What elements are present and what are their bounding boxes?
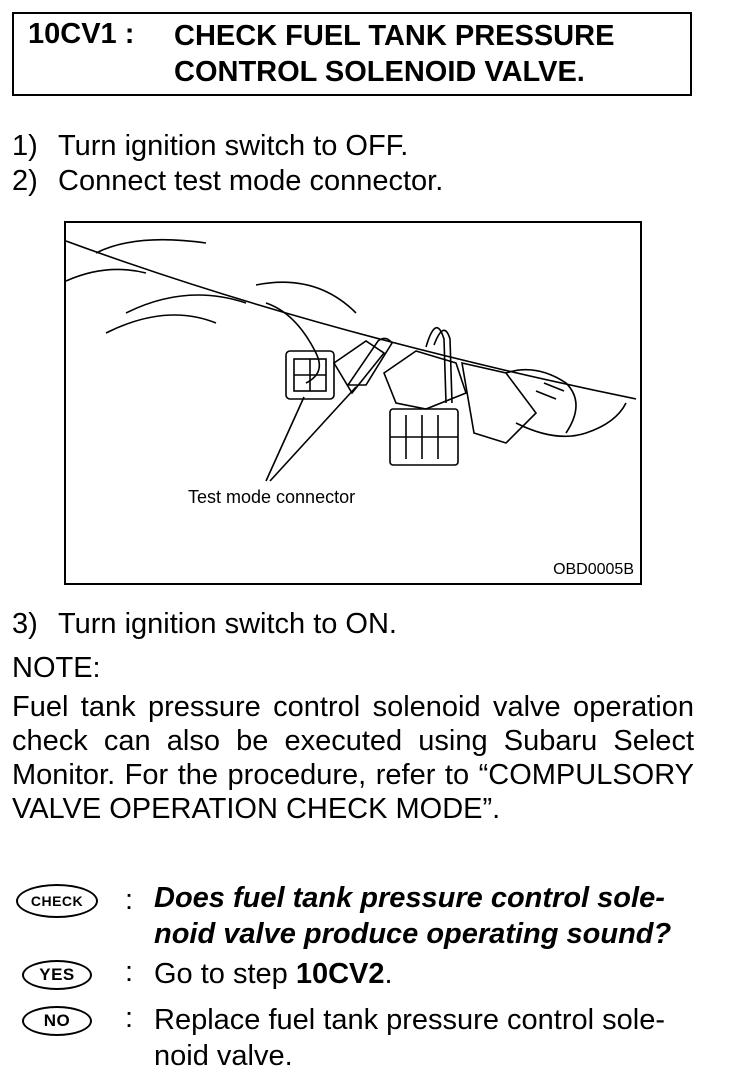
step-2-text: Connect test mode connector. xyxy=(58,165,444,197)
step-2-number: 2) xyxy=(12,165,38,197)
step-title-line1: CHECK FUEL TANK PRESSURE xyxy=(174,20,615,52)
step-3-number: 3) xyxy=(12,608,38,640)
check-question-line2: noid valve produce operating sound? xyxy=(154,918,672,950)
yes-answer-text: Go to step xyxy=(154,958,296,990)
note-heading: NOTE: xyxy=(12,652,101,684)
step-1-text: Turn ignition switch to OFF. xyxy=(58,130,409,162)
yes-answer: Go to step 10CV2. xyxy=(154,956,699,992)
yes-badge: YES xyxy=(22,960,92,990)
yes-answer-target: 10CV2 xyxy=(295,958,385,990)
step-id: 10CV1 : xyxy=(28,18,135,50)
step-title: CHECK FUEL TANK PRESSURE CONTROL SOLENOI… xyxy=(174,18,674,90)
no-badge: NO xyxy=(22,1006,92,1036)
no-answer-line1: Replace fuel tank pressure control sole- xyxy=(154,1004,665,1036)
yes-answer-suffix: . xyxy=(384,958,393,990)
note-body: Fuel tank pressure control solenoid valv… xyxy=(12,691,694,825)
figure-label: Test mode connector xyxy=(188,487,356,507)
connector-figure: Test mode connector OBD0005B xyxy=(64,221,642,585)
no-answer: Replace fuel tank pressure control sole-… xyxy=(154,1002,699,1074)
no-colon: : xyxy=(125,1002,134,1034)
check-badge: CHECK xyxy=(16,884,98,918)
step-title-line2: CONTROL SOLENOID VALVE. xyxy=(174,56,585,88)
connector-illustration xyxy=(66,238,637,482)
step-1-number: 1) xyxy=(12,130,38,162)
step-header: 10CV1 : CHECK FUEL TANK PRESSURE CONTROL… xyxy=(12,12,692,96)
check-colon: : xyxy=(125,884,134,916)
step-3-text: Turn ignition switch to ON. xyxy=(58,608,397,640)
check-question: Does fuel tank pressure control sole- no… xyxy=(154,880,699,952)
check-question-line1: Does fuel tank pressure control sole- xyxy=(154,882,665,914)
yes-colon: : xyxy=(125,956,134,988)
figure-code: OBD0005B xyxy=(553,561,634,578)
no-answer-line2: noid valve. xyxy=(154,1040,293,1072)
